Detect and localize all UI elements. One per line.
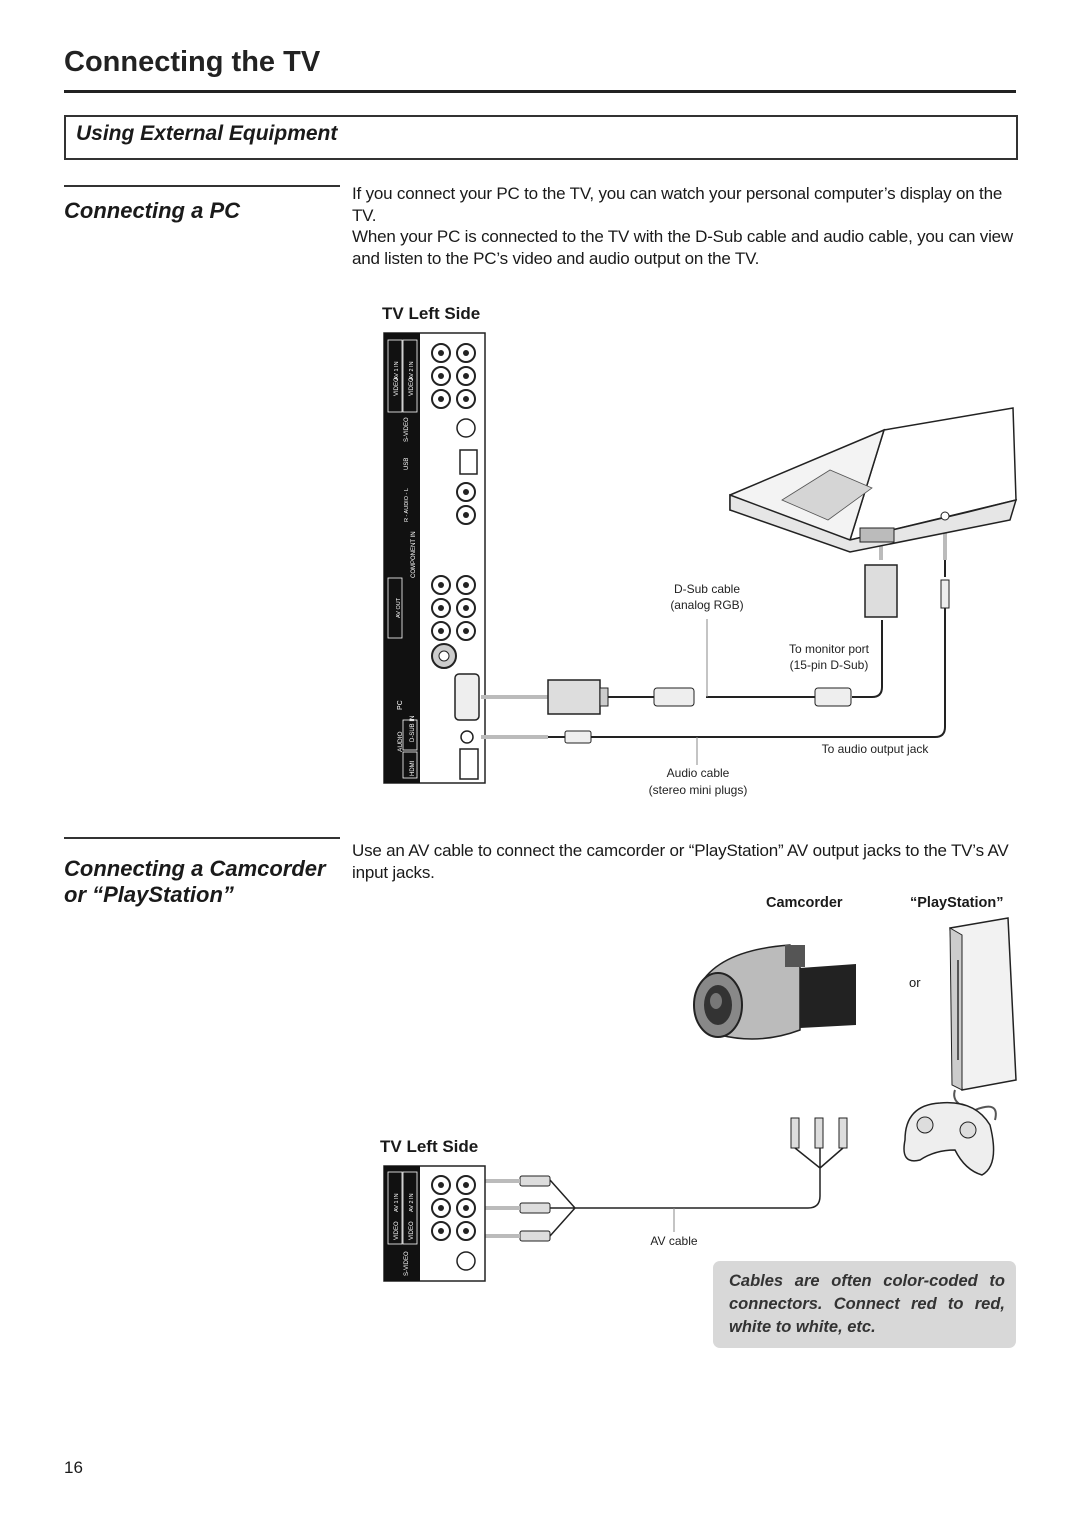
camcorder-label: Camcorder: [766, 895, 843, 911]
tv-panel-pc: VIDEO VIDEO AV 1 IN AV 2 IN S-VIDEO USB …: [383, 332, 486, 784]
panel-label-av1: AV 1 IN: [394, 361, 400, 380]
svg-text:VIDEO: VIDEO: [394, 377, 400, 396]
label-dsub-cable: D-Sub cable: [674, 582, 740, 596]
pc-heading-rule: [64, 185, 340, 187]
or-label: or: [909, 975, 921, 990]
camcorder-heading-line1: Connecting a Camcorder: [64, 856, 326, 881]
panel-label-av2: AV 2 IN: [409, 361, 415, 380]
av-cable: [481, 1117, 848, 1242]
camcorder-paragraph: Use an AV cable to connect the camcorder…: [352, 841, 1009, 882]
panel-label-audio: AUDIO: [397, 731, 404, 752]
svg-text:VIDEO: VIDEO: [394, 1221, 400, 1240]
panel-label-hdmi: HDMI: [410, 760, 416, 776]
panel2-label-av2: AV 2 IN: [409, 1193, 415, 1212]
page-number: 16: [64, 1458, 83, 1477]
pc-paragraph-2: When your PC is connected to the TV with…: [352, 227, 1013, 268]
label-av-cable: AV cable: [650, 1234, 697, 1248]
svg-text:R - AUDIO - L: R - AUDIO - L: [404, 488, 410, 522]
panel-label-usb: USB: [404, 458, 410, 470]
panel-label-avout: AV OUT: [396, 597, 402, 618]
label-15pin: (15-pin D-Sub): [790, 658, 869, 672]
svg-text:VIDEO: VIDEO: [409, 377, 415, 396]
playstation-label: “PlayStation”: [910, 895, 1004, 911]
camcorder-heading-rule: [64, 837, 340, 839]
page-title: Connecting the TV: [64, 46, 321, 78]
pc-paragraph-1: If you connect your PC to the TV, you ca…: [352, 184, 1003, 225]
note-box: [713, 1261, 1016, 1348]
panel2-label-svideo: S-VIDEO: [404, 1251, 410, 1276]
panel-label-component: COMPONENT IN: [411, 531, 417, 578]
panel2-label-av1: AV 1 IN: [394, 1193, 400, 1212]
camcorder-illustration: [693, 944, 856, 1040]
section-box: [64, 115, 1018, 160]
playstation-illustration: [903, 917, 1017, 1176]
note-text: Cables are often color-coded to connecto…: [729, 1272, 1005, 1336]
label-audio-cable: Audio cable: [667, 766, 730, 780]
title-rule: [64, 90, 1016, 93]
label-analog-rgb: (analog RGB): [670, 598, 743, 612]
label-stereo-mini: (stereo mini plugs): [649, 783, 748, 797]
tv-panel-av: VIDEO VIDEO AV 1 IN AV 2 IN S-VIDEO: [383, 1165, 486, 1282]
panel-label-svideo: S-VIDEO: [404, 417, 410, 442]
laptop-illustration: [729, 407, 1018, 553]
section-title: Using External Equipment: [76, 122, 338, 145]
label-audio-output: To audio output jack: [822, 742, 930, 756]
svg-text:VIDEO: VIDEO: [409, 1221, 415, 1240]
camcorder-tv-label: TV Left Side: [380, 1137, 479, 1156]
panel-label-pc: PC: [397, 700, 404, 710]
panel-label-dsub: D-SUB IN: [410, 716, 416, 742]
pc-tv-label: TV Left Side: [382, 304, 481, 323]
pc-heading: Connecting a PC: [64, 198, 241, 223]
camcorder-heading-line2: or “PlayStation”: [64, 882, 234, 907]
label-monitor-port: To monitor port: [789, 642, 870, 656]
